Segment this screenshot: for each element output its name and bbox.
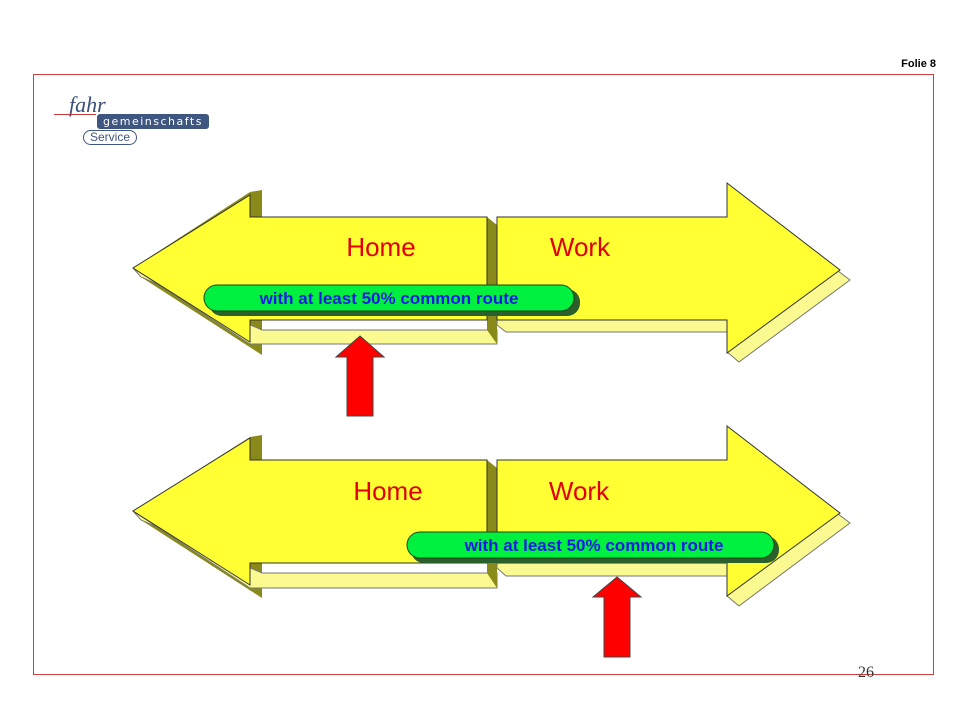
work-arrow-1 (496, 181, 851, 363)
scenario-2: Home Work with at least 50% common route (132, 424, 851, 658)
logo: fahr gemeinschafts Service (50, 92, 210, 152)
logo-word-gemeinschafts: gemeinschafts (97, 114, 209, 129)
work-arrow-2 (496, 424, 851, 607)
home-label-2: Home (353, 476, 422, 506)
home-arrow-2 (132, 435, 498, 598)
scenario-1: Home Work with at least 50% common route (132, 181, 851, 417)
pointer-arrow-2 (591, 576, 643, 658)
route-pill-2-face (406, 531, 775, 559)
home-label-1: Home (346, 232, 415, 262)
route-pill-2: with at least 50% common route (406, 531, 779, 563)
home-arrow-1 (132, 190, 498, 355)
home-arrow-2-depth (487, 460, 497, 588)
pointer-arrow-1 (334, 335, 386, 417)
route-text-1: with at least 50% common route (259, 289, 519, 308)
home-arrow-1-depth (487, 217, 497, 344)
logo-word-service: Service (83, 130, 138, 145)
work-label-1: Work (550, 232, 611, 262)
logo-line (54, 114, 96, 115)
slide-frame (33, 74, 934, 675)
route-pill-1-face (203, 284, 575, 312)
logo-word-fahr: fahr (69, 92, 106, 117)
route-pill-1: with at least 50% common route (203, 284, 580, 316)
route-text-2: with at least 50% common route (464, 536, 724, 555)
page-number: 26 (858, 664, 874, 681)
slide-label: Folie 8 (901, 58, 936, 70)
home-arrow-1-face (132, 194, 488, 343)
work-label-2: Work (549, 476, 610, 506)
work-arrow-1-face (496, 181, 841, 354)
